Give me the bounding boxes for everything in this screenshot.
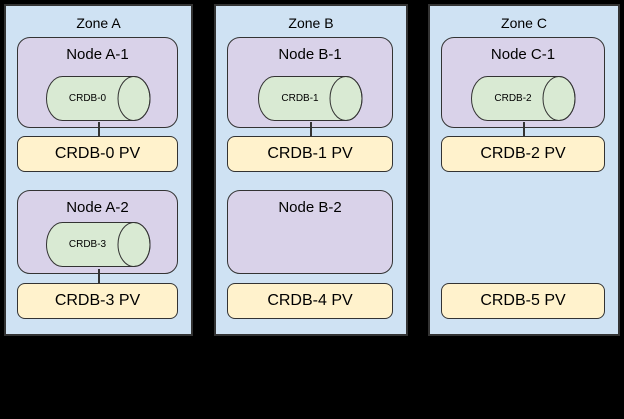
pv-label: CRDB-1 PV [267,145,353,162]
pv-label: CRDB-0 PV [54,145,141,162]
cylinder-icon [258,76,363,121]
pod-label: CRDB-1 [281,93,319,104]
pod-label: CRDB-2 [494,93,532,104]
node-b1-box: Node B-1 CRDB-1 [227,37,393,128]
crdb-0-pod: CRDB-0 [45,76,151,121]
zone-b-box: Zone B Node B-1 CRDB-1 CRDB-1 PV Node B-… [214,4,408,336]
node-b1-title: Node B-1 [278,46,342,63]
cylinder-icon [471,76,576,121]
zone-a-title: Zone A [76,15,121,31]
pod-label: CRDB-3 [68,239,107,250]
zone-b-title: Zone B [288,15,334,31]
node-c1-title: Node C-1 [490,46,556,63]
node-b2-title: Node B-2 [278,199,342,216]
pv-box: CRDB-2 PV [441,136,605,172]
pv-box: CRDB-1 PV [227,136,393,172]
pv-label: CRDB-5 PV [480,292,566,309]
crdb-2-pod: CRDB-2 [471,76,576,121]
zone-c-title: Zone C [501,15,547,31]
pv-label: CRDB-4 PV [267,292,353,309]
pod-pv-connector [310,122,312,136]
node-a1-title: Node A-1 [66,46,129,63]
pv-label: CRDB-3 PV [54,292,141,309]
zone-c-box: Zone C Node C-1 CRDB-2 CRDB-2 PV CRDB-5 … [428,4,620,336]
node-a1-box: Node A-1 CRDB-0 [17,37,178,128]
pod-pv-connector [97,122,100,136]
pod-pv-connector [523,122,525,136]
pv-label: CRDB-2 PV [480,145,566,162]
node-c1-box: Node C-1 CRDB-2 [441,37,605,128]
node-b2-box: Node B-2 [227,190,393,274]
pv-box: CRDB-0 PV [17,136,178,172]
pv-box: CRDB-3 PV [17,283,178,319]
zone-a-box: Zone A Node A-1 CRDB-0 CRDB-0 PV Node A-… [4,4,193,336]
pod-pv-connector [97,269,100,283]
cylinder-icon [45,222,150,267]
node-a2-box: Node A-2 CRDB-3 [17,190,178,274]
pv-box: CRDB-4 PV [227,283,393,319]
pv-box: CRDB-5 PV [441,283,605,319]
pod-label: CRDB-0 [68,93,107,104]
node-a2-title: Node A-2 [66,199,129,216]
cylinder-icon [45,76,150,121]
crdb-3-pod: CRDB-3 [45,222,151,267]
crdb-1-pod: CRDB-1 [258,76,363,121]
